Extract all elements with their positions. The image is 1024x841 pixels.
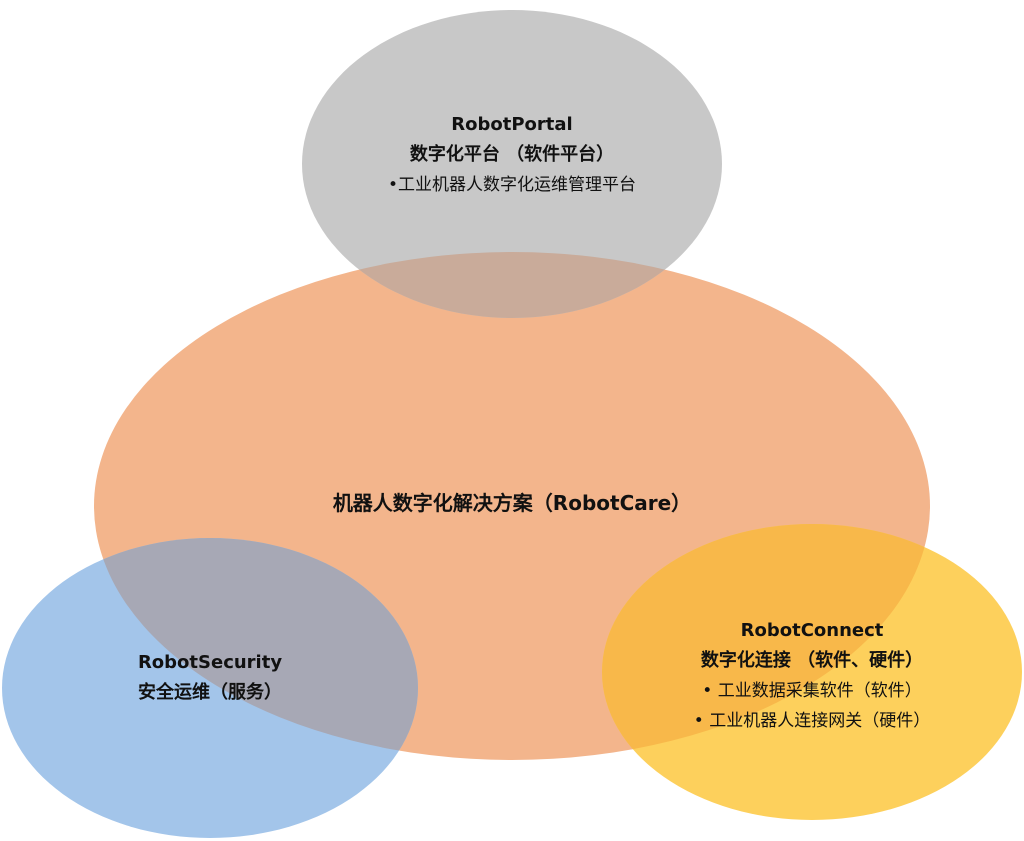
robotconnect-subtitle: 数字化连接 （软件、硬件） xyxy=(700,650,924,671)
robotcare-title: 机器人数字化解决方案（RobotCare） xyxy=(332,491,692,515)
robotportal-subtitle: 数字化平台 （软件平台） xyxy=(409,144,615,165)
robotportal-title: RobotPortal xyxy=(451,114,573,135)
robotportal-label: RobotPortal 数字化平台 （软件平台） •工业机器人数字化运维管理平台 xyxy=(312,110,712,200)
robotsecurity-subtitle: 安全运维（服务） xyxy=(138,682,282,703)
robotportal-item: •工业机器人数字化运维管理平台 xyxy=(387,175,637,195)
robotsecurity-label: RobotSecurity 安全运维（服务） xyxy=(60,648,360,708)
robotconnect-item: • 工业机器人连接网关（硬件） xyxy=(693,711,931,731)
robotconnect-title: RobotConnect xyxy=(740,620,884,641)
robotsecurity-title: RobotSecurity xyxy=(137,652,283,673)
robotportal-ellipse xyxy=(302,10,722,318)
robotconnect-label: RobotConnect 数字化连接 （软件、硬件） • 工业数据采集软件（软件… xyxy=(612,616,1012,736)
robotconnect-item: • 工业数据采集软件（软件） xyxy=(702,681,922,701)
